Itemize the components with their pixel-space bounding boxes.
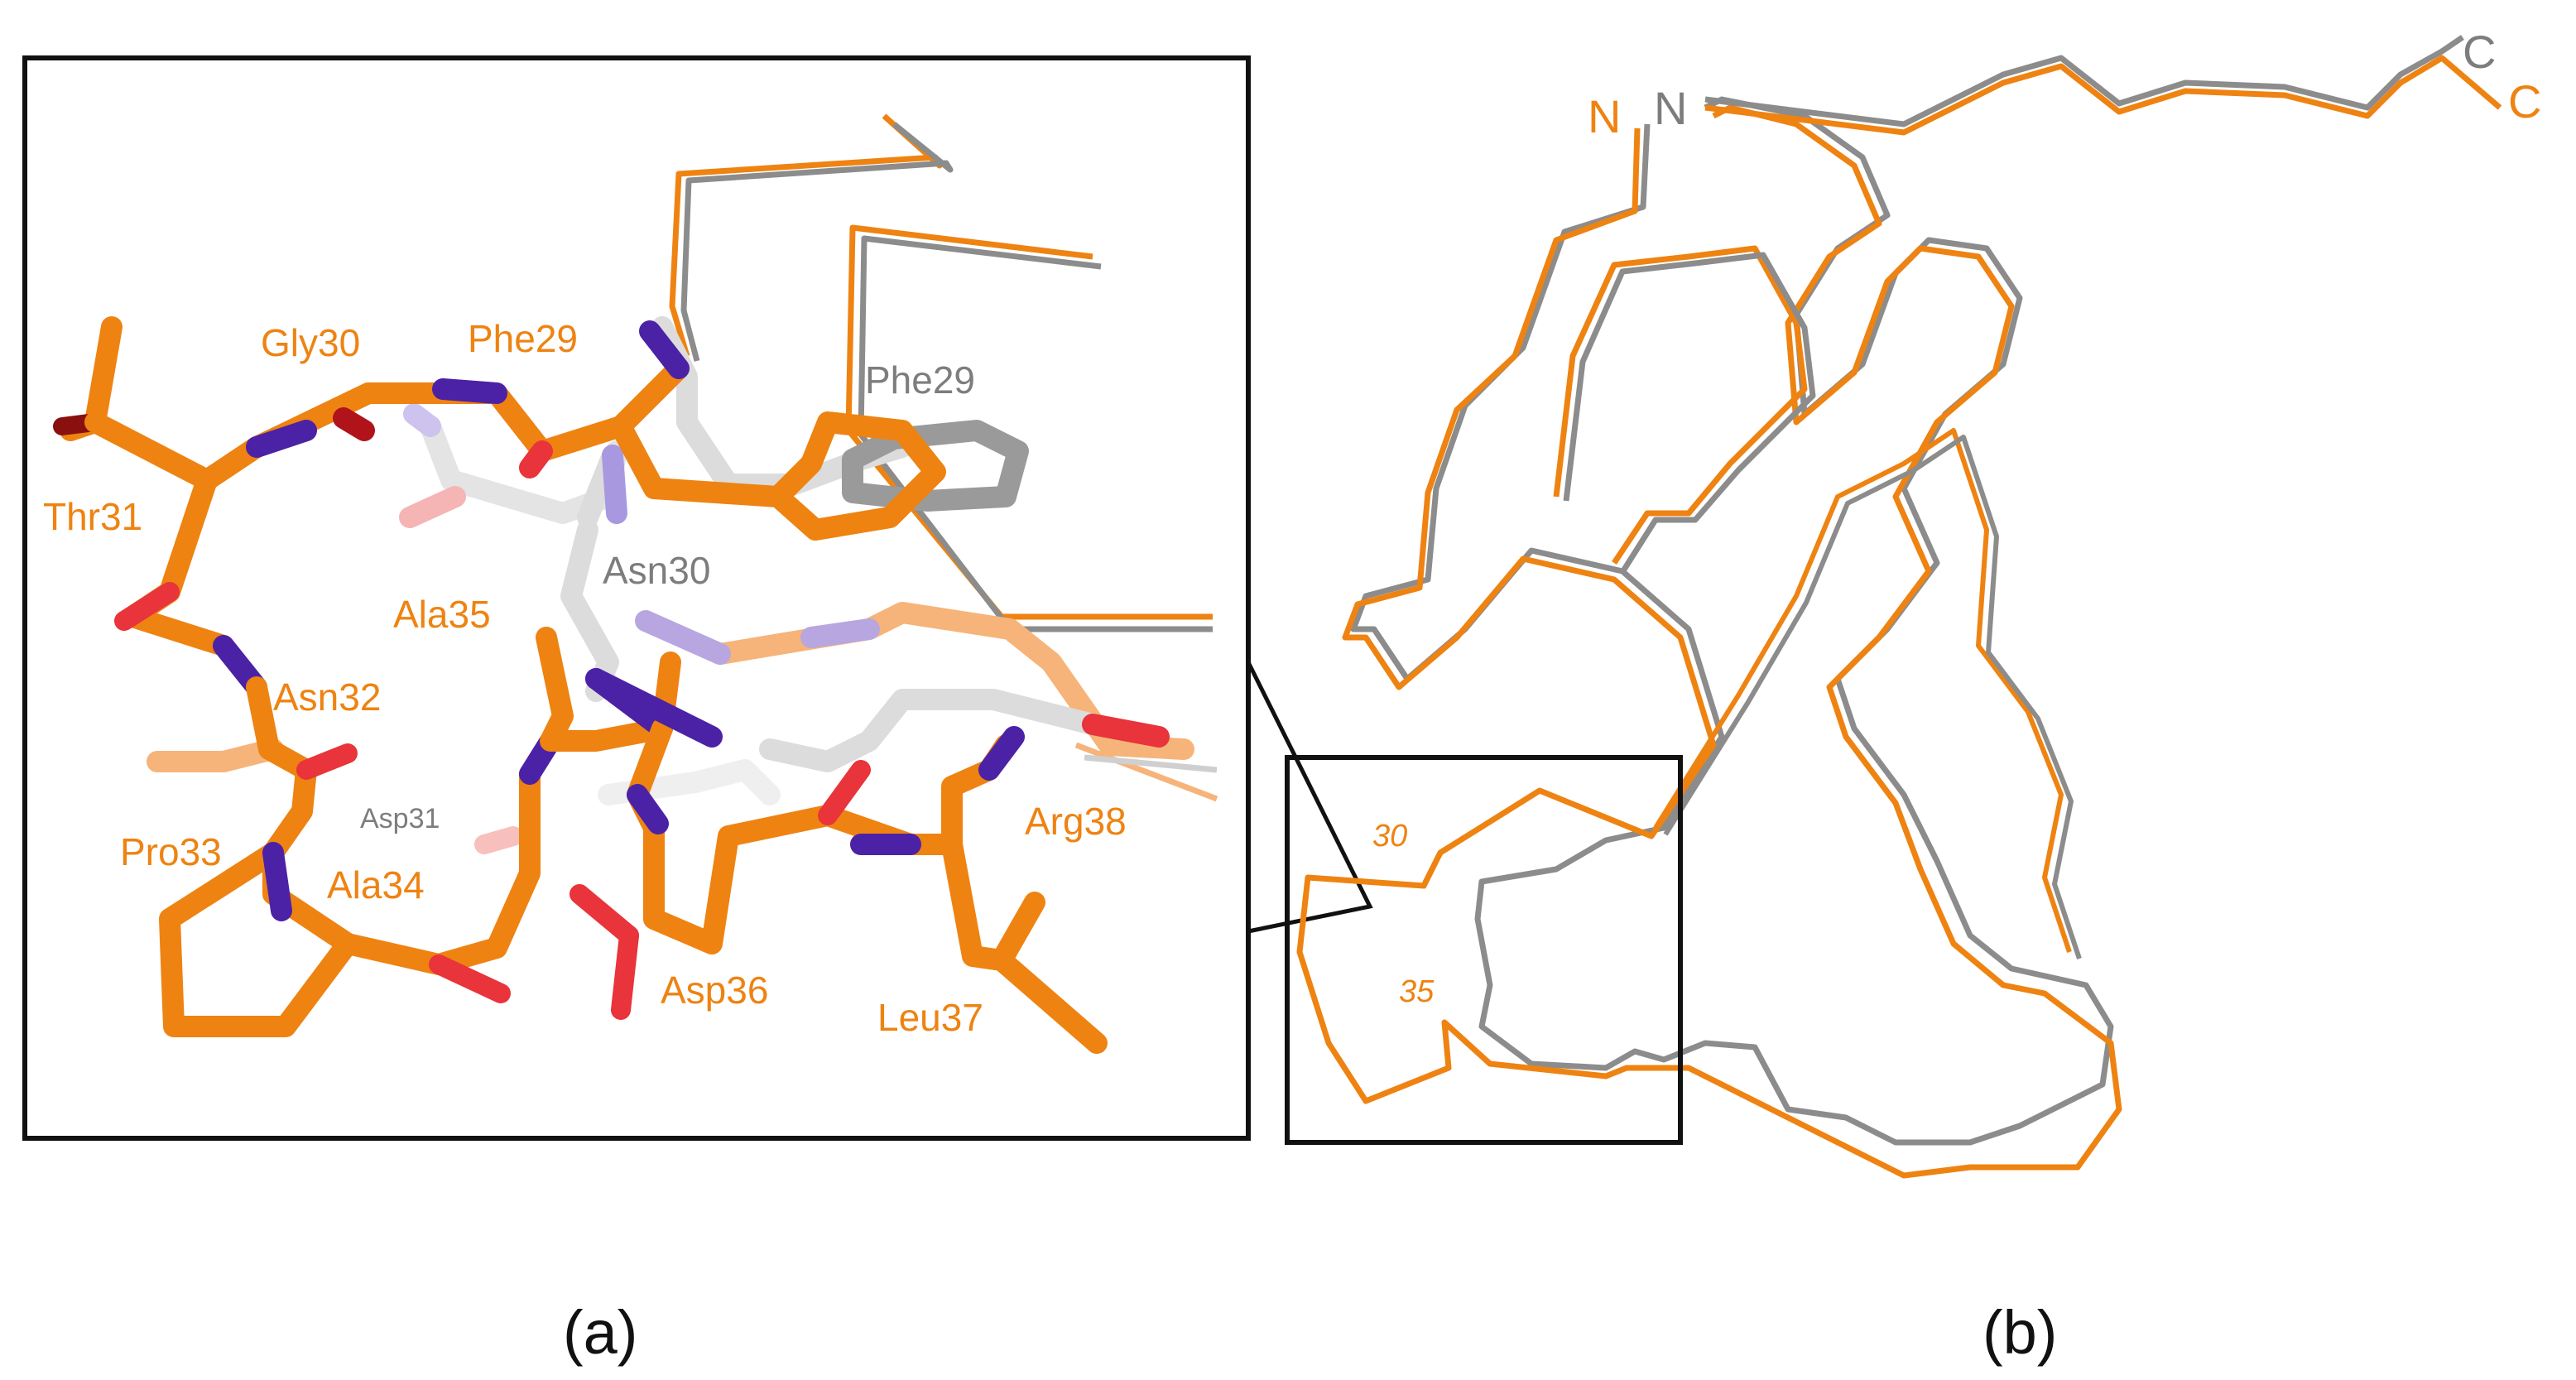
label-phe29-grey: Phe29 <box>865 358 975 401</box>
label-gly30: Gly30 <box>261 321 360 364</box>
grey-inner-loop <box>1563 252 1816 571</box>
c-terminus-grey: C <box>2463 26 2496 78</box>
panel-a-caption: (a) <box>563 1298 637 1367</box>
orange-central-strands <box>1653 428 2072 953</box>
orange-phe29-ring <box>610 411 946 541</box>
n-terminus-grey: N <box>1654 82 1687 134</box>
orange-phe29-ca-n <box>639 320 690 379</box>
label-asn30-grey: Asn30 <box>603 549 710 592</box>
orange-phe29-n <box>432 378 507 404</box>
label-asp36: Asp36 <box>661 969 768 1012</box>
residue-mark-35: 35 <box>1399 974 1435 1009</box>
orange-leu37-branch <box>991 950 1108 1054</box>
inset-trace-grey-1 <box>680 122 954 362</box>
c-terminus-orange: C <box>2508 75 2541 127</box>
grey-arg-oxygen <box>1082 714 1170 748</box>
orange-sticks <box>53 316 1108 1054</box>
orange-asp36-o2 <box>611 926 639 1020</box>
orange-gly30-n <box>246 420 317 458</box>
grey-arg-chain <box>759 689 1103 772</box>
grey-c-terminal-tail <box>1704 35 2464 127</box>
orange-gly30-o <box>333 407 375 441</box>
label-ala35: Ala35 <box>393 593 491 636</box>
zoom-region-box <box>1285 755 1683 1145</box>
inset-trace-orange-3 <box>1074 742 1218 802</box>
orange-thr31-o <box>114 582 180 631</box>
orange-asn32-sidechain-faded <box>147 738 284 772</box>
orange-pro33-n <box>262 842 292 921</box>
panel-b-caption: (b) <box>1982 1298 2057 1367</box>
orange-asp36-n <box>627 784 669 834</box>
panel-a-labels: Gly30 Phe29 Thr31 Ala35 Asn32 Pro33 Ala3… <box>43 317 1127 1039</box>
orange-sticks-faded <box>147 602 1194 772</box>
orange-leu37-o <box>818 760 871 825</box>
orange-ala34-chain <box>337 763 541 975</box>
orange-calpha-trace <box>1296 104 2122 1179</box>
orange-ala34-o <box>429 954 511 1003</box>
panel-a: Gly30 Phe29 Thr31 Ala35 Asn32 Pro33 Ala3… <box>22 55 1251 1367</box>
grey-asn30-oxygen <box>399 486 466 528</box>
zoom-inset-frame <box>22 55 1251 1141</box>
n-terminus-orange: N <box>1588 90 1621 142</box>
residue-mark-30: 30 <box>1372 819 1407 853</box>
label-arg38: Arg38 <box>1025 800 1127 843</box>
orange-main-chain-1 <box>84 382 379 491</box>
label-pro33: Pro33 <box>120 830 222 873</box>
label-phe29-orange: Phe29 <box>468 317 578 360</box>
grey-asn30-nitrogen <box>403 403 441 437</box>
orange-front-nitrogen <box>585 668 723 748</box>
grey-asn30-n <box>602 445 627 524</box>
inset-trace-orange-1 <box>669 113 943 358</box>
label-asp31-grey: Asp31 <box>360 803 440 834</box>
label-leu37: Leu37 <box>877 996 983 1039</box>
orange-c-terminal-tail <box>1704 55 2502 136</box>
label-asn32: Asn32 <box>273 676 381 719</box>
grey-central-strands <box>1663 435 2082 959</box>
label-ala34: Ala34 <box>327 863 425 906</box>
orange-arg38-nitrogen-faded-2 <box>800 618 880 648</box>
orange-asp36-o1 <box>570 884 639 945</box>
grey-calpha-trace <box>1350 96 2114 1146</box>
orange-arg38-nitrogen-faded <box>635 610 731 665</box>
orange-asn32-o <box>296 743 358 780</box>
grey-asp31-sidechain <box>598 759 781 805</box>
orange-phe29-o <box>519 440 553 478</box>
orange-inner-loop <box>1553 245 1808 565</box>
grey-asp31-oxygen <box>474 826 523 854</box>
orange-arg38-n <box>978 726 1025 781</box>
inset-trace-grey-3 <box>1084 754 1218 773</box>
label-thr31: Thr31 <box>43 495 142 538</box>
panel-b: 30 35 N N C C (b) <box>1285 26 2541 1367</box>
